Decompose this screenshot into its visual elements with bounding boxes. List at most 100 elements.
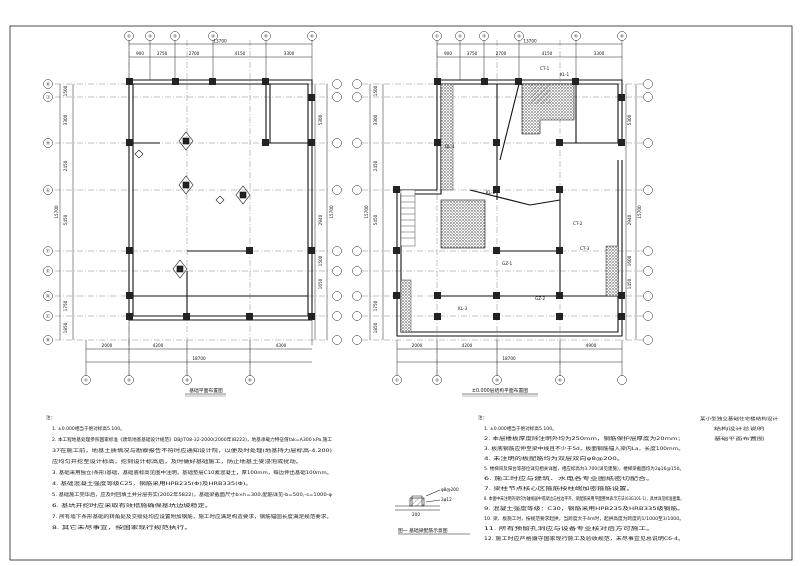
dimension: 4200 bbox=[153, 343, 164, 348]
note-line: 10. 梁、板施工时，按规范要求起拱，当跨度大于4m时，起拱高度为跨度的1/10… bbox=[484, 515, 684, 522]
column-label: GZ-2 bbox=[535, 296, 546, 301]
dimension: 5450 bbox=[63, 214, 68, 225]
dimension: 2940 bbox=[627, 214, 632, 225]
dimension: 1750 bbox=[63, 300, 68, 311]
axis-label: ③ bbox=[482, 34, 486, 39]
dimension: 4150 bbox=[542, 51, 553, 56]
project-name: 某小型独立基础住宅楼结构设计 bbox=[700, 415, 778, 422]
dimension: 4300 bbox=[276, 343, 287, 348]
note-line: 9. 混凝土强度等级：C30，钢筋采用HPB235及HRB335级钢筋。 bbox=[484, 505, 684, 512]
note-line: 6. 施工时应与建筑、水电各专业图纸密切配合。 bbox=[484, 475, 654, 482]
dimension-total: 15700 bbox=[54, 205, 59, 219]
notes-heading: 注： bbox=[46, 414, 55, 421]
note-line: 7. 梁柱节点核心区箍筋按柱端加密箍筋设置。 bbox=[484, 485, 634, 492]
axis-label: ④ bbox=[495, 378, 499, 383]
dimension: 3300 bbox=[284, 51, 295, 56]
detail-label: φ8@200 bbox=[441, 487, 459, 492]
right-top-dims: 13700 900 3750 2700 4150 3300 bbox=[444, 39, 605, 57]
axis-label: ① bbox=[435, 34, 439, 39]
dimension: 5450 bbox=[373, 214, 378, 225]
dimension: 1850 bbox=[63, 322, 68, 333]
column-label: GZ-1 bbox=[502, 261, 513, 266]
dimension: 3300 bbox=[373, 114, 378, 125]
dimension: 1450 bbox=[627, 278, 632, 289]
dimension: 900 bbox=[136, 51, 144, 56]
dimension: 2000 bbox=[102, 343, 113, 348]
dimension: 1750 bbox=[373, 300, 378, 311]
dimension: 1600 bbox=[627, 255, 632, 266]
axis-label: ④ bbox=[517, 34, 521, 39]
axis-label: Ⓗ bbox=[46, 140, 51, 147]
right-plan-title: ±0.000层结构平面布置图 bbox=[472, 387, 528, 394]
axis-label: Ⓙ bbox=[46, 94, 51, 101]
dimension: 4900 bbox=[586, 343, 597, 348]
note-line: 11. 所有预留孔洞应与设备专业核对后方可施工。 bbox=[484, 525, 654, 532]
note-line: 8. 本图中未注明的梁均为轴线居中或梁边与柱边平齐，梁配筋采用平面整体表示方法(… bbox=[484, 495, 684, 502]
dimension: 4150 bbox=[235, 51, 246, 56]
beam-label: KL-2 bbox=[486, 190, 496, 195]
note-line: 2. 本工程地基处理参照国家标准《建筑地基基础设计规范》DBJ/T08-32-2… bbox=[52, 436, 332, 443]
axis-label: Ⓚ bbox=[46, 81, 51, 88]
slab-label: CT-2 bbox=[573, 221, 583, 226]
dimension: 5300 bbox=[318, 114, 323, 125]
note-line: 4. 未注明的板配筋均为双层双向φ8@200。 bbox=[484, 455, 624, 462]
left-side-dims: 1500 3300 2450 5450 1750 1850 15700 bbox=[54, 85, 68, 333]
ring-beam-label: QL-1 bbox=[445, 144, 455, 149]
left-top-dims: 13700 900 3750 2700 4150 3300 bbox=[136, 39, 295, 57]
slab-label: CT-1 bbox=[540, 66, 550, 71]
axis-label: ② bbox=[127, 378, 131, 383]
note-line: 1. ±0.000相当于绝对标高5.100。 bbox=[52, 425, 125, 432]
axis-label: ③ bbox=[173, 34, 177, 39]
dimension: 3750 bbox=[467, 51, 478, 56]
axis-label: ④ bbox=[185, 378, 189, 383]
dimension: 4200 bbox=[462, 343, 473, 348]
right-side-dims: 1500 3300 2450 5450 1750 1850 15700 5300… bbox=[364, 85, 642, 333]
left-bottom-dims: 2000 4200 4300 18700 bbox=[102, 343, 287, 361]
axis-label: ⑤ bbox=[264, 34, 268, 39]
dimension-total: 15700 bbox=[637, 205, 642, 219]
axis-label: ① bbox=[395, 378, 399, 383]
dimension: 1500 bbox=[63, 85, 68, 96]
left-top-axes: ① ② ③ ④ ⑤ ⑥ bbox=[127, 34, 314, 39]
note-line: 3. 基础采用独立(条形)基础，基础底标高见图中注明，基础垫层C10素混凝土，厚… bbox=[52, 469, 332, 476]
dimension-total: 18700 bbox=[502, 356, 516, 361]
note-line: 7. 所有墙下条形基础的转角处及交接处均应设置附加钢筋，施工时应满足构造要求，钢… bbox=[52, 513, 332, 520]
dimension: 1650 bbox=[318, 278, 323, 289]
detail-title: 图一 基础梁配筋示意图 bbox=[398, 527, 448, 534]
dimension: 3300 bbox=[594, 51, 605, 56]
right-bottom-axes: ① ② ④ ⑥ bbox=[395, 378, 562, 383]
detail-label: 200 bbox=[412, 512, 420, 517]
axis-label: ⑥ bbox=[558, 378, 562, 383]
right-structure-plan bbox=[352, 31, 653, 385]
beam-label: KL-3 bbox=[458, 306, 468, 311]
note-line: 6. 基坑开挖时应采取有效措施确保基坑边坡稳定。 bbox=[52, 502, 212, 509]
beam-detail: φ8@200 2φ12 200 图一 基础梁配筋示意图 bbox=[395, 487, 470, 535]
note-line: 应均匀开挖至设计标高，挖到设计标高后，及时做好基础施工，防止地基土受浸泡或扰动。 bbox=[52, 458, 302, 465]
left-plan-title: 基础平面布置图 bbox=[189, 387, 223, 394]
note-line: 8. 其它未尽事宜，按国家现行规范执行。 bbox=[52, 524, 192, 531]
note-line: 5. 楼梯间及阳台等部位详见相关详图，相应标高为3.700(详见建施)，楼梯梁截… bbox=[484, 465, 684, 472]
left-side-axes: Ⓚ Ⓙ Ⓗ Ⓖ Ⓕ Ⓔ Ⓓ Ⓒ Ⓑ bbox=[46, 81, 51, 344]
dimension: 1500 bbox=[318, 255, 323, 266]
note-line: 2. 本层楼板厚度除注明外均为250mm，钢筋保护层厚度为20mm； bbox=[484, 435, 684, 442]
axis-label: ① bbox=[127, 34, 131, 39]
axis-label: ⑥ bbox=[310, 34, 314, 39]
note-line: 37在施工前，地基土质情况与勘察报告不符时应通知设计院，以便及时处理(地基持力层… bbox=[52, 447, 332, 454]
dimension: 1500 bbox=[373, 85, 378, 96]
dimension: 2450 bbox=[373, 160, 378, 171]
note-line: 5. 基础施工完毕后，应及时回填土并分层夯实(2002年5822)，基础梁截面尺… bbox=[52, 491, 332, 498]
beam-label: KL-1 bbox=[560, 72, 570, 77]
dimension: 3750 bbox=[157, 51, 168, 56]
detail-label: 2φ12 bbox=[441, 497, 452, 502]
axis-label: ② bbox=[148, 34, 152, 39]
axis-label: Ⓑ bbox=[46, 337, 51, 344]
dimension-total: 15700 bbox=[329, 205, 334, 219]
drawing-name: 基础平面布置图 bbox=[714, 435, 764, 442]
axis-label: ② bbox=[458, 34, 462, 39]
axis-label: Ⓒ bbox=[46, 313, 51, 320]
dimension: 3300 bbox=[63, 114, 68, 125]
axis-label: ⑤ bbox=[574, 34, 578, 39]
dimension: 2700 bbox=[189, 51, 200, 56]
dimension: 2450 bbox=[63, 160, 68, 171]
